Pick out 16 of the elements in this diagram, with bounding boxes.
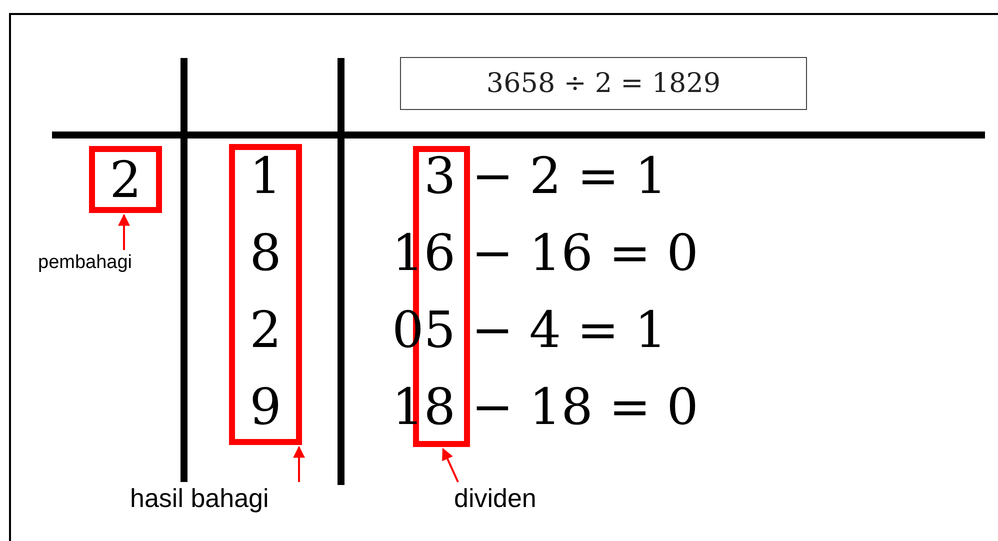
divisor-digit: 2	[110, 154, 142, 206]
quotient-digit: 2	[248, 304, 282, 356]
leader-arrow	[293, 446, 305, 482]
annotation-label: hasil bahagi	[130, 482, 292, 514]
subtraction-step: 3 − 2 = 1	[424, 150, 667, 202]
quotient-digit: 8	[248, 227, 282, 279]
leader-arrow	[118, 214, 130, 250]
equation-box	[400, 57, 807, 110]
quotient-digit: 1	[248, 150, 282, 202]
annotation-label: pembahagi	[38, 250, 164, 276]
highlight-box	[89, 146, 162, 213]
equation-text: 3658 ÷ 2 = 1829	[486, 68, 721, 99]
quotient-digit: 9	[248, 381, 282, 433]
highlight-box	[229, 144, 302, 445]
annotation-label: dividen	[454, 482, 552, 514]
leader-arrow	[442, 448, 459, 482]
